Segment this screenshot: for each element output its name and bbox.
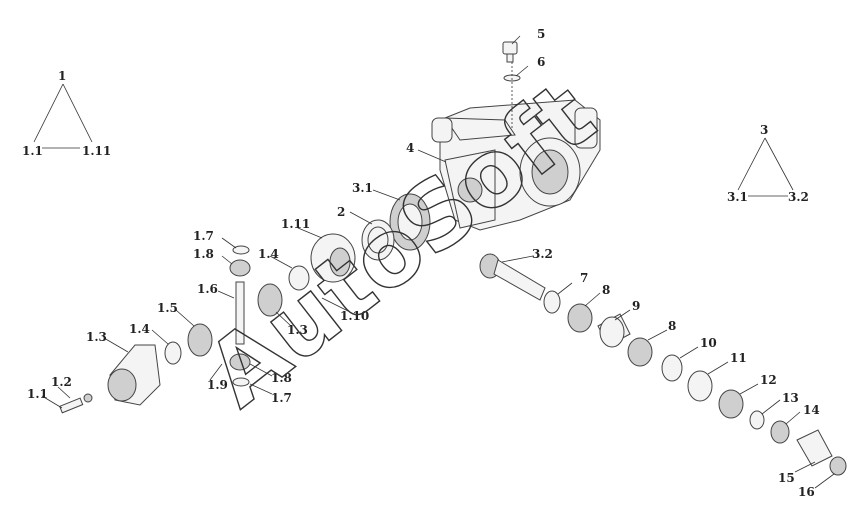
washer-bottom bbox=[232, 377, 250, 387]
tree-left-label: 1.1 bbox=[22, 144, 43, 158]
side-gear-right bbox=[257, 283, 283, 317]
roller-bearing bbox=[567, 303, 593, 333]
hierarchy-tree-right: 3 3.1 3.2 bbox=[727, 123, 809, 204]
part-label: 16 bbox=[798, 485, 815, 499]
part-label: 2 bbox=[337, 205, 345, 219]
thrust-washer bbox=[288, 265, 310, 291]
part-label: 11 bbox=[730, 351, 747, 365]
part-label: 6 bbox=[537, 55, 545, 69]
satellite-gear-bottom bbox=[229, 353, 251, 371]
leader-lines bbox=[41, 35, 835, 489]
seal bbox=[770, 420, 790, 444]
part-label: 4 bbox=[406, 141, 414, 155]
washer-top bbox=[232, 245, 250, 255]
thrust-washer-left bbox=[164, 341, 182, 365]
part-label: 15 bbox=[778, 471, 795, 485]
bearing-cup bbox=[718, 389, 744, 419]
part-label: 1.8 bbox=[271, 371, 292, 385]
sleeve bbox=[796, 429, 833, 467]
bearing-ring bbox=[361, 219, 395, 261]
part-label: 1.8 bbox=[193, 247, 214, 261]
part-label: 1.3 bbox=[86, 330, 107, 344]
crown-gear bbox=[389, 193, 431, 251]
part-label: 3.1 bbox=[352, 181, 373, 195]
tree-right-label: 1.11 bbox=[82, 144, 111, 158]
nut bbox=[829, 456, 847, 476]
part-label: 1.10 bbox=[340, 309, 369, 323]
shim-ring bbox=[661, 354, 683, 382]
satellite-gear-top bbox=[229, 259, 251, 277]
part-label: 1.9 bbox=[207, 378, 228, 392]
satellite-shaft bbox=[235, 281, 245, 345]
part-label: 1.6 bbox=[197, 282, 218, 296]
part-label: 14 bbox=[803, 403, 820, 417]
side-gear-left bbox=[187, 323, 213, 357]
part-label: 1.7 bbox=[193, 229, 214, 243]
watermark: AutoSoft bbox=[188, 61, 614, 427]
part-label: 1.11 bbox=[281, 217, 310, 231]
part-label: 5 bbox=[537, 27, 545, 41]
part-label: 8 bbox=[668, 319, 676, 333]
tree-root-label: 1 bbox=[58, 69, 66, 83]
differential-case bbox=[107, 344, 161, 406]
breather-plug bbox=[502, 41, 518, 63]
part-label: 7 bbox=[580, 271, 588, 285]
retaining-ring bbox=[543, 290, 561, 314]
part-label: 1.7 bbox=[271, 391, 292, 405]
differential-cover bbox=[310, 233, 356, 283]
part-label: 1.3 bbox=[287, 323, 308, 337]
part-label: 1.4 bbox=[258, 247, 279, 261]
gearbox-housing bbox=[431, 99, 601, 231]
part-label: 8 bbox=[602, 283, 610, 297]
part-label: 13 bbox=[782, 391, 799, 405]
roller-bearing-2 bbox=[627, 337, 653, 367]
pinion-shaft bbox=[479, 253, 546, 301]
bolt bbox=[59, 393, 93, 414]
part-label: 1.5 bbox=[157, 301, 178, 315]
part-label: 1.1 bbox=[27, 387, 48, 401]
tree-right-label: 3.2 bbox=[788, 190, 809, 204]
part-label: 1.2 bbox=[51, 375, 72, 389]
part-label: 3.2 bbox=[532, 247, 553, 261]
hierarchy-tree-left: 1 1.1 1.11 bbox=[22, 69, 111, 158]
tree-root-label: 3 bbox=[760, 123, 768, 137]
part-label: 1.4 bbox=[129, 322, 150, 336]
circlip bbox=[749, 410, 765, 430]
tree-left-label: 3.1 bbox=[727, 190, 748, 204]
part-labels: 5 6 4 3.1 2 1.11 3.2 7 8 9 8 10 11 12 13… bbox=[27, 27, 820, 499]
part-label: 9 bbox=[632, 299, 640, 313]
part-label: 12 bbox=[760, 373, 777, 387]
spacer-sleeve bbox=[597, 313, 631, 348]
part-label: 10 bbox=[700, 336, 717, 350]
seal-ring bbox=[687, 370, 713, 402]
